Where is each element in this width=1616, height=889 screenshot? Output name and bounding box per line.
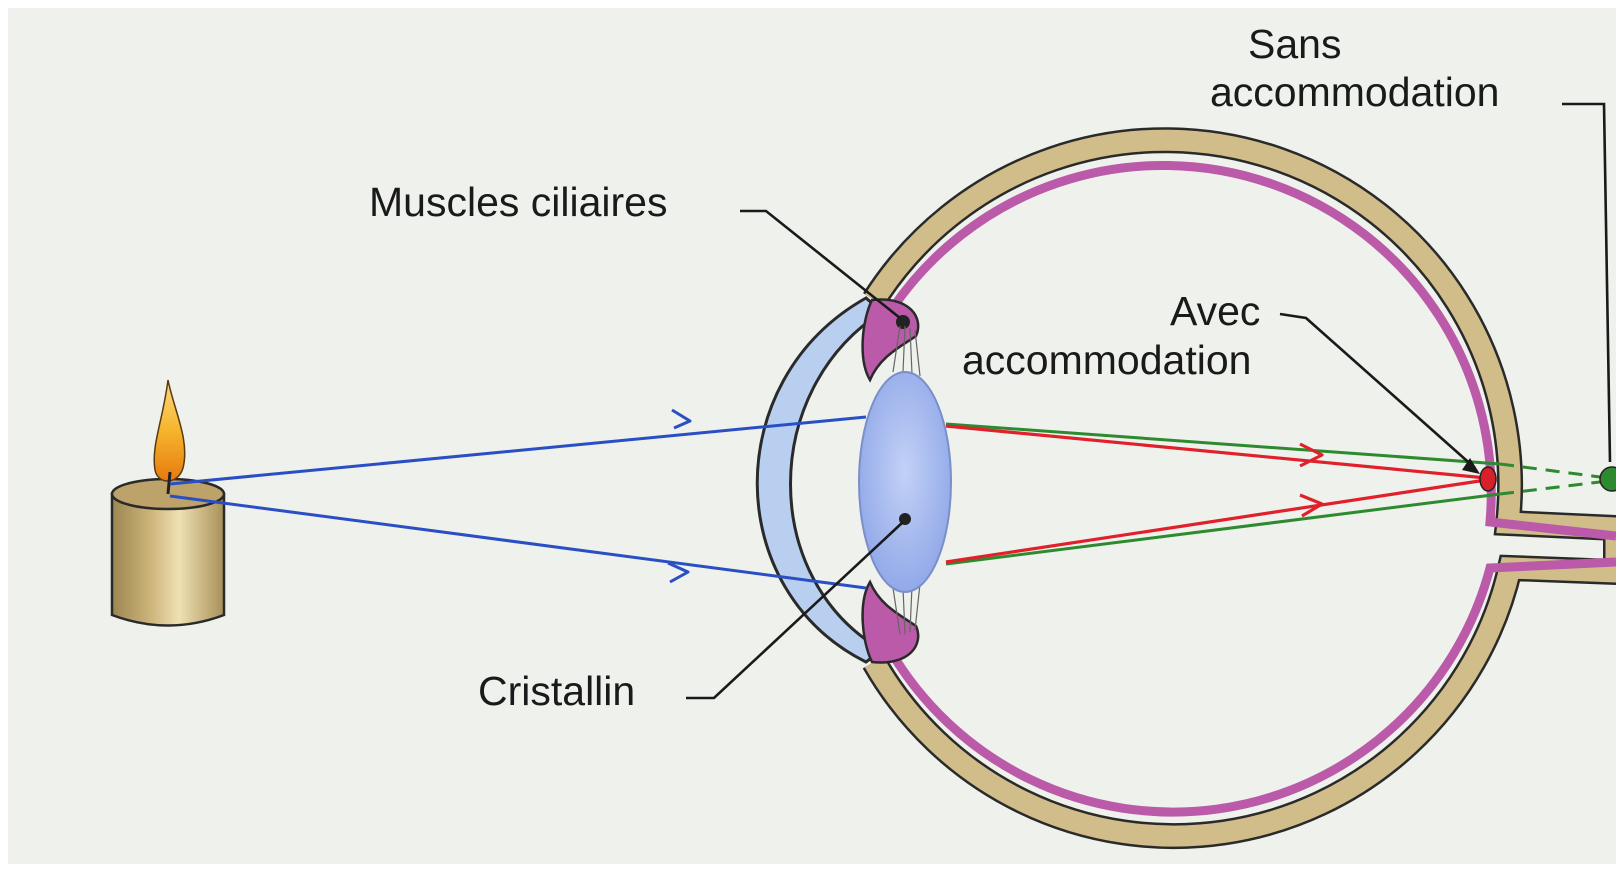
label-sans-line2: accommodation — [1210, 69, 1499, 115]
label-avec-line1: Avec — [1170, 288, 1260, 334]
candle-wick — [168, 472, 170, 494]
red-focus-point — [1480, 467, 1496, 491]
label-avec-line2: accommodation — [962, 337, 1251, 383]
label-sans-line1: Sans — [1248, 21, 1341, 67]
candle-body — [112, 494, 224, 626]
label-cristallin: Cristallin — [478, 668, 635, 714]
label-muscles-ciliaires: Muscles ciliaires — [369, 179, 667, 225]
crystalline-lens — [859, 372, 951, 592]
